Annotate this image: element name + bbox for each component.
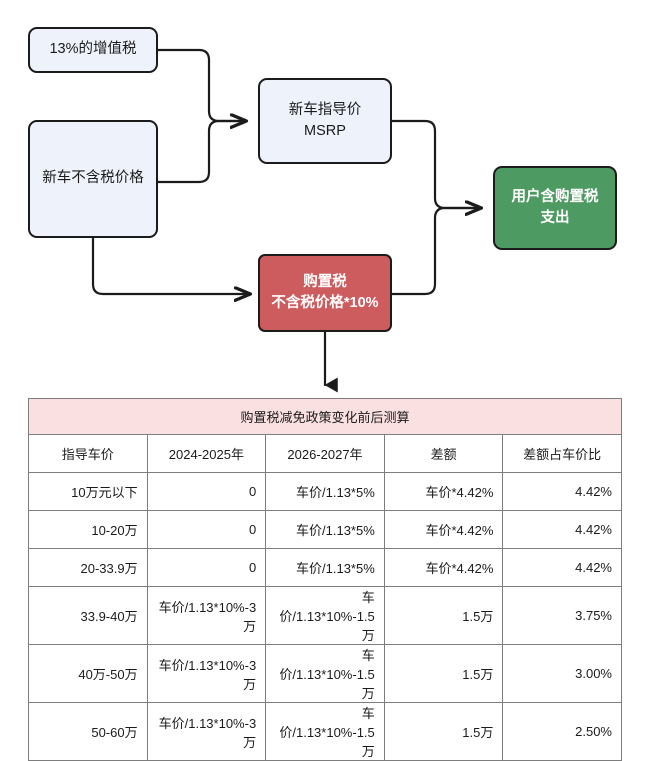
cell-price-range: 40万-50万 bbox=[28, 644, 148, 703]
cell-difference-ratio: 4.42% bbox=[502, 548, 622, 587]
cell-price-range: 50-60万 bbox=[28, 702, 148, 761]
cell-price-range: 10万元以下 bbox=[28, 472, 148, 511]
cell-2026-2027: 车价/1.13*5% bbox=[265, 472, 385, 511]
flowchart-diagram: 13%的增值税 新车不含税价格 新车指导价 MSRP 购置税 不含税价格*10%… bbox=[28, 27, 622, 761]
column-header-difference-ratio: 差额占车价比 bbox=[502, 434, 622, 473]
node-user-expenditure: 用户含购置税 支出 bbox=[493, 166, 617, 250]
cell-price-range: 10-20万 bbox=[28, 510, 148, 549]
table-row: 20-33.9万 0 车价/1.13*5% 车价*4.42% 4.42% bbox=[28, 548, 622, 587]
connector-purchasetax-to-output bbox=[390, 208, 481, 296]
node-vat: 13%的增值税 bbox=[28, 27, 158, 73]
cell-2024-2025: 0 bbox=[146, 472, 267, 511]
purchase-tax-calculation-table: 购置税减免政策变化前后测算 指导车价 2024-2025年 2026-2027年… bbox=[28, 398, 622, 761]
table-row: 33.9-40万 车价/1.13*10%-3万 车价/1.13*10%-1.5万… bbox=[28, 586, 622, 645]
table-title-row: 购置税减免政策变化前后测算 bbox=[28, 398, 622, 435]
column-header-2026-2027: 2026-2027年 bbox=[265, 434, 385, 473]
cell-2024-2025: 0 bbox=[146, 548, 267, 587]
table-row: 10万元以下 0 车价/1.13*5% 车价*4.42% 4.42% bbox=[28, 472, 622, 511]
cell-2024-2025: 0 bbox=[146, 510, 267, 549]
cell-difference: 1.5万 bbox=[383, 586, 504, 645]
node-msrp-label-line2: MSRP bbox=[304, 123, 346, 139]
cell-price-range: 33.9-40万 bbox=[28, 586, 148, 645]
table-row: 40万-50万 车价/1.13*10%-3万 车价/1.13*10%-1.5万 … bbox=[28, 644, 622, 703]
node-pretax-price: 新车不含税价格 bbox=[28, 120, 158, 238]
node-msrp: 新车指导价 MSRP bbox=[258, 78, 392, 164]
column-header-2024-2025: 2024-2025年 bbox=[146, 434, 267, 473]
column-header-price-range: 指导车价 bbox=[28, 434, 148, 473]
table-row: 10-20万 0 车价/1.13*5% 车价*4.42% 4.42% bbox=[28, 510, 622, 549]
cell-difference: 车价*4.42% bbox=[383, 548, 504, 587]
connector-msrp-to-output bbox=[390, 119, 483, 210]
cell-difference: 车价*4.42% bbox=[383, 510, 504, 549]
cell-difference-ratio: 3.00% bbox=[502, 644, 622, 703]
node-purchase-tax-label-line1: 购置税 bbox=[303, 273, 347, 290]
node-user-expenditure-label-line1: 用户含购置税 bbox=[511, 188, 599, 205]
connector-preprice-to-purchasetax bbox=[91, 236, 250, 294]
node-purchase-tax: 购置税 不含税价格*10% bbox=[258, 254, 392, 332]
cell-2024-2025: 车价/1.13*10%-3万 bbox=[146, 644, 267, 703]
node-msrp-label-line1: 新车指导价 bbox=[288, 101, 362, 118]
cell-2026-2027: 车价/1.13*10%-1.5万 bbox=[265, 702, 385, 761]
node-vat-label: 13%的增值税 bbox=[49, 41, 137, 58]
cell-difference: 车价*4.42% bbox=[383, 472, 504, 511]
cell-price-range: 20-33.9万 bbox=[28, 548, 148, 587]
cell-difference: 1.5万 bbox=[383, 702, 504, 761]
cell-2026-2027: 车价/1.13*10%-1.5万 bbox=[265, 644, 385, 703]
cell-2024-2025: 车价/1.13*10%-3万 bbox=[146, 586, 267, 645]
cell-2026-2027: 车价/1.13*5% bbox=[265, 510, 385, 549]
node-user-expenditure-label-line2: 支出 bbox=[540, 210, 570, 226]
cell-2026-2027: 车价/1.13*5% bbox=[265, 548, 385, 587]
node-purchase-tax-label-line2: 不含税价格*10% bbox=[271, 295, 379, 311]
cell-2026-2027: 车价/1.13*10%-1.5万 bbox=[265, 586, 385, 645]
table-header-row: 指导车价 2024-2025年 2026-2027年 差额 差额占车价比 bbox=[28, 434, 622, 473]
cell-difference-ratio: 4.42% bbox=[502, 510, 622, 549]
cell-difference-ratio: 2.50% bbox=[502, 702, 622, 761]
table-row: 50-60万 车价/1.13*10%-3万 车价/1.13*10%-1.5万 1… bbox=[28, 702, 622, 761]
cell-difference-ratio: 4.42% bbox=[502, 472, 622, 511]
node-pretax-price-label: 新车不含税价格 bbox=[42, 170, 144, 187]
cell-difference: 1.5万 bbox=[383, 644, 504, 703]
cell-2024-2025: 车价/1.13*10%-3万 bbox=[146, 702, 267, 761]
connector-vat-to-msrp bbox=[156, 48, 248, 123]
connector-preprice-to-msrp bbox=[156, 121, 246, 184]
cell-difference-ratio: 3.75% bbox=[502, 586, 622, 645]
column-header-difference: 差额 bbox=[383, 434, 504, 473]
table-title: 购置税减免政策变化前后测算 bbox=[28, 398, 622, 435]
